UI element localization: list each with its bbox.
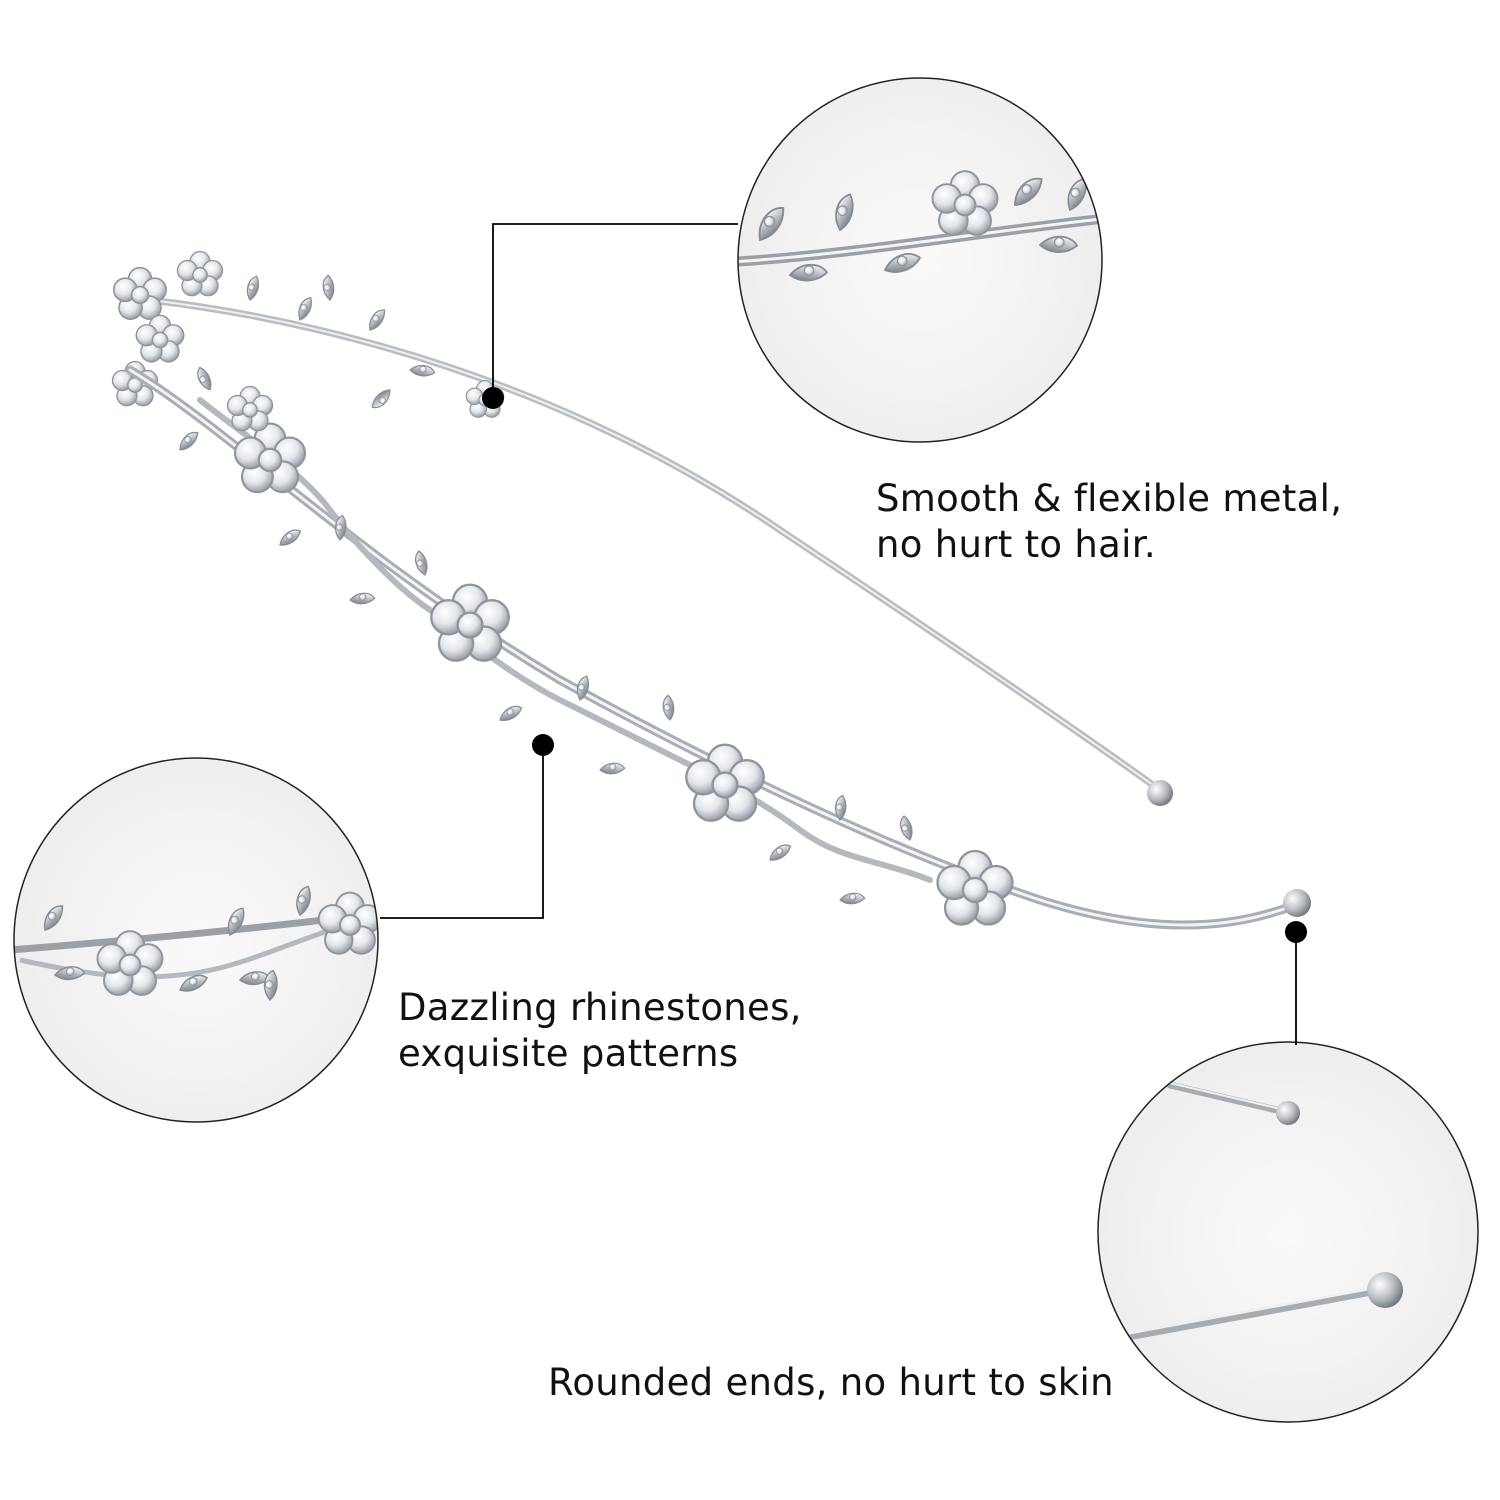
callout-lines bbox=[380, 223, 1297, 1045]
feature-caption-ends: Rounded ends, no hurt to skin bbox=[548, 1360, 1114, 1406]
detail-zoom-circle bbox=[738, 78, 1102, 442]
detail-zoom-circle bbox=[14, 758, 378, 1122]
feature-caption-rhinestones: Dazzling rhinestones, exquisite patterns bbox=[398, 985, 802, 1077]
feature-caption-metal-line2: no hurt to hair. bbox=[876, 523, 1156, 566]
feature-caption-metal-line1: Smooth & flexible metal, bbox=[876, 477, 1343, 520]
detail-zoom-circle bbox=[1098, 1042, 1478, 1422]
feature-caption-rhinestones-line1: Dazzling rhinestones, bbox=[398, 986, 802, 1029]
callout-dot bbox=[482, 387, 1307, 943]
feature-caption-metal: Smooth & flexible metal, no hurt to hair… bbox=[876, 476, 1342, 568]
feature-caption-ends-line1: Rounded ends, no hurt to skin bbox=[548, 1361, 1114, 1404]
feature-caption-rhinestones-line2: exquisite patterns bbox=[398, 1032, 739, 1075]
